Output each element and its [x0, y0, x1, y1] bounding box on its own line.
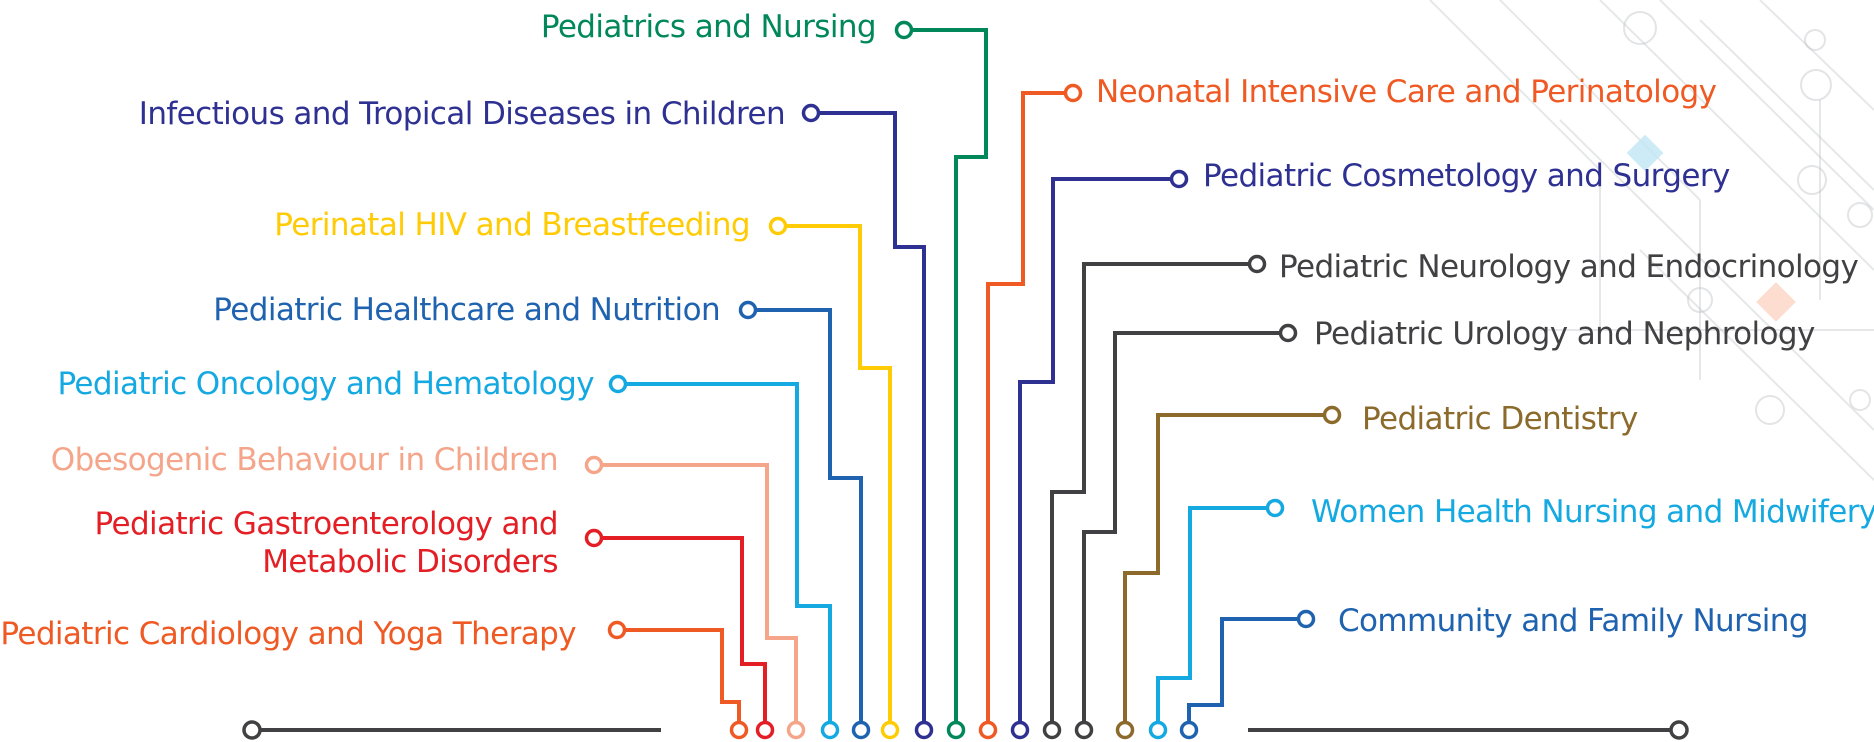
neonatal-line: [986, 91, 1073, 730]
obesogenic-line-end-node: [786, 720, 806, 740]
cardiology-yoga-line: [617, 628, 741, 730]
infectious-tropical-line-end-node: [914, 720, 934, 740]
deco-line-1: [1499, 0, 1701, 201]
healthcare-nutrition-line: [748, 308, 863, 730]
cosmetology-line: [1018, 177, 1179, 730]
urology-line-start-node: [1278, 323, 1298, 343]
neurology-line-start-node: [1247, 254, 1267, 274]
deco-circle-0: [1623, 11, 1657, 45]
label-dentistry: Pediatric Dentistry: [1362, 401, 1638, 437]
label-neonatal: Neonatal Intensive Care and Perinatology: [1096, 74, 1717, 110]
dentistry-line: [1123, 413, 1332, 730]
gastroenterology-line-start-node: [584, 528, 604, 548]
label-community: Community and Family Nursing: [1338, 603, 1809, 639]
obesogenic-line: [594, 463, 798, 730]
neonatal-line-start-node: [1063, 83, 1083, 103]
community-line-end-node: [1179, 720, 1199, 740]
label-perinatal-hiv: Perinatal HIV and Breastfeeding: [274, 207, 750, 243]
community-line: [1187, 617, 1306, 730]
deco-circle-2: [1797, 165, 1827, 195]
deco-line-4: [1559, 119, 1874, 431]
label-urology: Pediatric Urology and Nephrology: [1314, 316, 1815, 352]
cardiology-yoga-line-end-node: [729, 720, 749, 740]
urology-line: [1082, 331, 1288, 730]
pediatrics-nursing-line: [904, 28, 988, 730]
deco-line-2: [1599, 0, 1874, 271]
infectious-tropical-line-start-node: [801, 103, 821, 123]
cosmetology-line-end-node: [1010, 720, 1030, 740]
community-line-start-node: [1296, 609, 1316, 629]
cardiology-yoga-line-start-node: [607, 620, 627, 640]
urology-line-end-node: [1074, 720, 1094, 740]
label-oncology-hematology: Pediatric Oncology and Hematology: [57, 366, 594, 402]
label-infectious-tropical: Infectious and Tropical Diseases in Chil…: [138, 96, 786, 132]
infectious-tropical-line: [811, 111, 926, 730]
pediatrics-nursing-line-end-node: [946, 720, 966, 740]
deco-circle-7: [1849, 389, 1871, 411]
deco-line-7: [1759, 0, 1874, 111]
deco-diamond-blue: [1626, 134, 1664, 172]
neurology-line: [1050, 262, 1257, 730]
gastroenterology-line: [594, 536, 767, 730]
label-cosmetology: Pediatric Cosmetology and Surgery: [1203, 158, 1730, 194]
women-health-line: [1156, 506, 1275, 730]
label-women-health: Women Health Nursing and Midwifery: [1311, 494, 1874, 530]
healthcare-nutrition-line-start-node: [738, 300, 758, 320]
deco-line-5: [1639, 249, 1874, 481]
perinatal-hiv-line: [778, 224, 892, 730]
healthcare-nutrition-line-end-node: [851, 720, 871, 740]
deco-circle-4: [1804, 29, 1826, 51]
label-gastroenterology: Pediatric Gastroenterology and Metabolic…: [94, 506, 559, 580]
deco-line-6: [1699, 19, 1874, 191]
cosmetology-line-start-node: [1169, 169, 1189, 189]
pediatrics-nursing-line-start-node: [894, 20, 914, 40]
label-neurology: Pediatric Neurology and Endocrinology: [1279, 249, 1859, 285]
perinatal-hiv-line-end-node: [880, 720, 900, 740]
women-health-line-end-node: [1148, 720, 1168, 740]
deco-line-3: [1659, 0, 1874, 211]
label-healthcare-nutrition: Pediatric Healthcare and Nutrition: [213, 292, 720, 328]
gastroenterology-line-end-node: [755, 720, 775, 740]
obesogenic-line-start-node: [584, 455, 604, 475]
oncology-hematology-line-start-node: [608, 374, 628, 394]
dentistry-line-start-node: [1322, 405, 1342, 425]
neonatal-line-end-node: [978, 720, 998, 740]
perinatal-hiv-line-start-node: [768, 216, 788, 236]
label-cardiology-yoga: Pediatric Cardiology and Yoga Therapy: [0, 616, 576, 652]
deco-circle-6: [1755, 395, 1785, 425]
women-health-line-start-node: [1265, 498, 1285, 518]
neurology-line-end-node: [1042, 720, 1062, 740]
base-line-right-node: [1669, 720, 1689, 740]
base-line-left-node: [242, 720, 262, 740]
oncology-hematology-line-end-node: [820, 720, 840, 740]
oncology-hematology-line: [618, 382, 832, 730]
deco-circle-3: [1847, 202, 1873, 228]
label-obesogenic: Obesogenic Behaviour in Children: [50, 442, 559, 478]
label-pediatrics-nursing: Pediatrics and Nursing: [540, 9, 877, 45]
deco-line-0: [1429, 0, 1601, 171]
deco-circle-5: [1687, 287, 1713, 313]
dentistry-line-end-node: [1115, 720, 1135, 740]
deco-circle-1: [1800, 69, 1832, 101]
